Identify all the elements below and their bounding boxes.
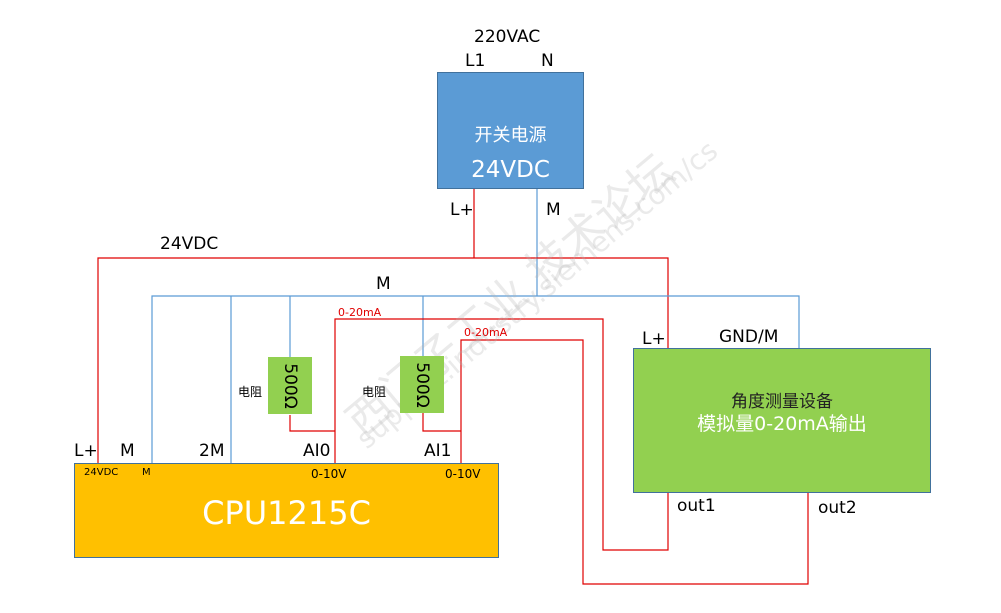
cpu-block: 24VDC M 0-10V 0-10V CPU1215C	[74, 463, 499, 558]
resistor-2-caption: 电阻	[362, 385, 387, 399]
cpu-ai0-terminal: AI0	[303, 441, 331, 461]
cpu-name: CPU1215C	[202, 494, 371, 532]
cpu-m-label: M	[142, 467, 151, 478]
resistor-1: 500Ω	[268, 357, 312, 414]
cpu-ai1-terminal: AI1	[424, 441, 452, 461]
ground-bus-label: M	[376, 274, 391, 294]
loop2-wire	[460, 339, 809, 585]
resistor-2-value: 500Ω	[412, 361, 432, 408]
power-supply-block: 开关电源 24VDC	[437, 72, 584, 189]
loop1-label: 0-20mA	[338, 306, 382, 319]
device-lplus-terminal: L+	[642, 329, 666, 349]
supply-bus-label: 24VDC	[160, 234, 219, 254]
psu-lplus-label: L+	[450, 200, 474, 220]
cpu-m-terminal: M	[120, 441, 135, 461]
device-gnd-terminal: GND/M	[719, 327, 779, 347]
res1-ai0-wire	[289, 415, 335, 432]
resistor-2: 500Ω	[400, 356, 444, 413]
psu-title: 开关电源	[474, 125, 547, 146]
device-subtitle: 模拟量0-20mA输出	[697, 413, 867, 435]
psu-voltage: 24VDC	[471, 157, 550, 183]
supply-bus-wire	[97, 257, 669, 463]
device-title: 角度测量设备	[731, 392, 833, 412]
cpu-supply-label: 24VDC	[84, 467, 119, 478]
res2-ai1-wire	[422, 412, 461, 432]
cpu-ai1-range: 0-10V	[445, 467, 481, 481]
cpu-ai0-range: 0-10V	[311, 467, 347, 481]
loop2-label: 0-20mA	[464, 326, 508, 339]
psu-n-label: N	[541, 51, 554, 71]
power-input-label: 220VAC	[474, 27, 541, 47]
cpu-lplus-terminal: L+	[74, 441, 98, 461]
ground-bus-wire	[151, 295, 800, 463]
loop1-wire	[334, 318, 669, 551]
device-out1-terminal: out1	[677, 496, 716, 516]
psu-m-label: M	[546, 200, 561, 220]
resistor-1-value: 500Ω	[280, 362, 300, 409]
cpu-2m-terminal: 2M	[199, 441, 225, 461]
psu-l1-label: L1	[465, 51, 486, 71]
resistor-1-caption: 电阻	[238, 385, 263, 399]
device-out2-terminal: out2	[818, 498, 857, 518]
angle-measuring-device: 角度测量设备 模拟量0-20mA输出	[633, 348, 931, 493]
